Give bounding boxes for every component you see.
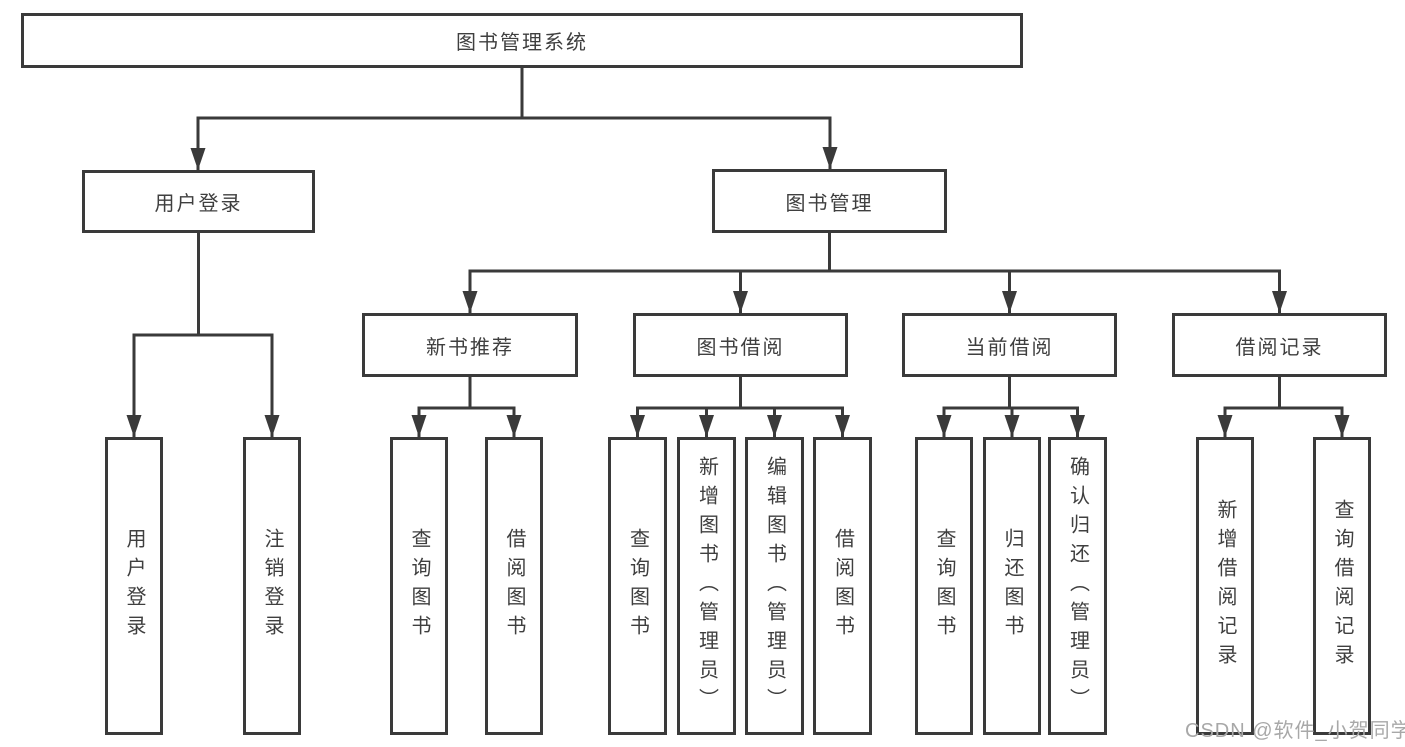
- leaf-bb-borrow-books: 借阅图书: [813, 437, 872, 735]
- branch-book-management-label: 图书管理: [785, 192, 874, 215]
- leaf-cb-confirm-return-admin: 确认归还（管理员）: [1048, 437, 1107, 735]
- watermark: CSDN @软件_小贺同学: [1185, 720, 1405, 742]
- leaf-nb-query-books: 查询图书: [390, 437, 448, 735]
- leaf-cb-query-books: 查询图书: [915, 437, 973, 735]
- branch-borrow-records-label: 借阅记录: [1235, 336, 1324, 359]
- branch-current-borrow: 当前借阅: [902, 313, 1117, 377]
- leaf-bb-edit-books-admin: 编辑图书（管理员）: [745, 437, 804, 735]
- leaf-bb-add-books-admin-label: 新增图书（管理员）: [695, 455, 718, 717]
- branch-new-book-recommend-label: 新书推荐: [426, 336, 514, 359]
- branch-current-borrow-label: 当前借阅: [965, 336, 1054, 359]
- leaf-br-query-record-label: 查询借阅记录: [1331, 499, 1353, 673]
- leaf-cb-confirm-return-admin-label: 确认归还（管理员）: [1066, 455, 1089, 717]
- branch-new-book-recommend: 新书推荐: [362, 313, 578, 377]
- leaf-nb-borrow-books-label: 借阅图书: [503, 528, 525, 644]
- leaf-nb-query-books-label: 查询图书: [408, 528, 430, 644]
- leaf-cb-return-books-label: 归还图书: [1001, 528, 1023, 644]
- leaf-user-login: 用户登录: [105, 437, 163, 735]
- branch-user-login: 用户登录: [82, 170, 315, 233]
- leaf-br-add-record-label: 新增借阅记录: [1214, 499, 1236, 673]
- leaf-bb-borrow-books-label: 借阅图书: [831, 528, 854, 644]
- leaf-cb-query-books-label: 查询图书: [933, 528, 955, 644]
- branch-borrow-records: 借阅记录: [1172, 313, 1387, 377]
- branch-book-borrow: 图书借阅: [633, 313, 848, 377]
- leaf-bb-edit-books-admin-label: 编辑图书（管理员）: [763, 455, 786, 717]
- root-node: 图书管理系统: [21, 13, 1023, 68]
- leaf-cb-return-books: 归还图书: [983, 437, 1041, 735]
- root-node-label: 图书管理系统: [456, 32, 588, 54]
- leaf-br-query-record: 查询借阅记录: [1313, 437, 1371, 735]
- branch-book-borrow-label: 图书借阅: [696, 336, 785, 359]
- leaf-bb-query-books-label: 查询图书: [626, 528, 649, 644]
- leaf-nb-borrow-books: 借阅图书: [485, 437, 543, 735]
- branch-book-management: 图书管理: [712, 169, 947, 233]
- branch-user-login-label: 用户登录: [154, 193, 243, 215]
- leaf-user-login-label: 用户登录: [123, 528, 145, 644]
- leaf-logout: 注销登录: [243, 437, 301, 735]
- leaf-br-add-record: 新增借阅记录: [1196, 437, 1254, 735]
- leaf-bb-add-books-admin: 新增图书（管理员）: [677, 437, 736, 735]
- leaf-bb-query-books: 查询图书: [608, 437, 667, 735]
- leaf-logout-label: 注销登录: [261, 528, 283, 644]
